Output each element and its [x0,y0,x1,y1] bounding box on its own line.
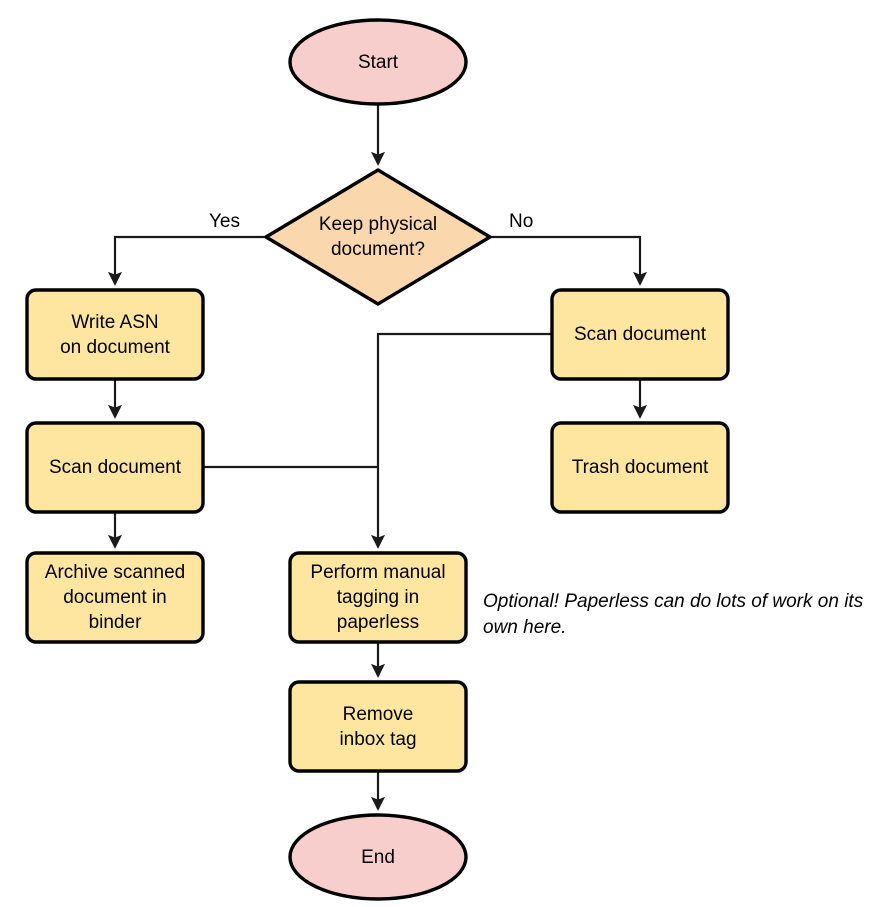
edge-scan-right-to-manual-tagging [370,332,552,549]
edge-decision-yes-to-write-asn [107,235,266,286]
node-remove-inbox-tag-shape[interactable] [288,680,468,773]
node-write-asn-shape[interactable] [25,288,205,381]
optional-note-text: Optional! Paperless can do lots of work … [483,591,864,638]
edge-decision-no-to-scan-right [490,235,648,286]
node-start-shape[interactable] [288,18,468,106]
node-end-shape[interactable] [288,813,468,901]
edge-label-yes: Yes [209,211,240,232]
node-trash-shape[interactable] [550,421,730,514]
node-scan-right-shape[interactable] [550,288,730,381]
node-archive-binder-shape[interactable] [25,551,205,644]
node-keep-physical-shape[interactable] [264,168,492,306]
node-shape-layer [25,18,730,901]
node-manual-tagging-shape[interactable] [288,551,468,644]
connector-layer [107,104,648,811]
node-scan-left-shape[interactable] [25,421,205,514]
edge-label-no: No [509,211,534,232]
